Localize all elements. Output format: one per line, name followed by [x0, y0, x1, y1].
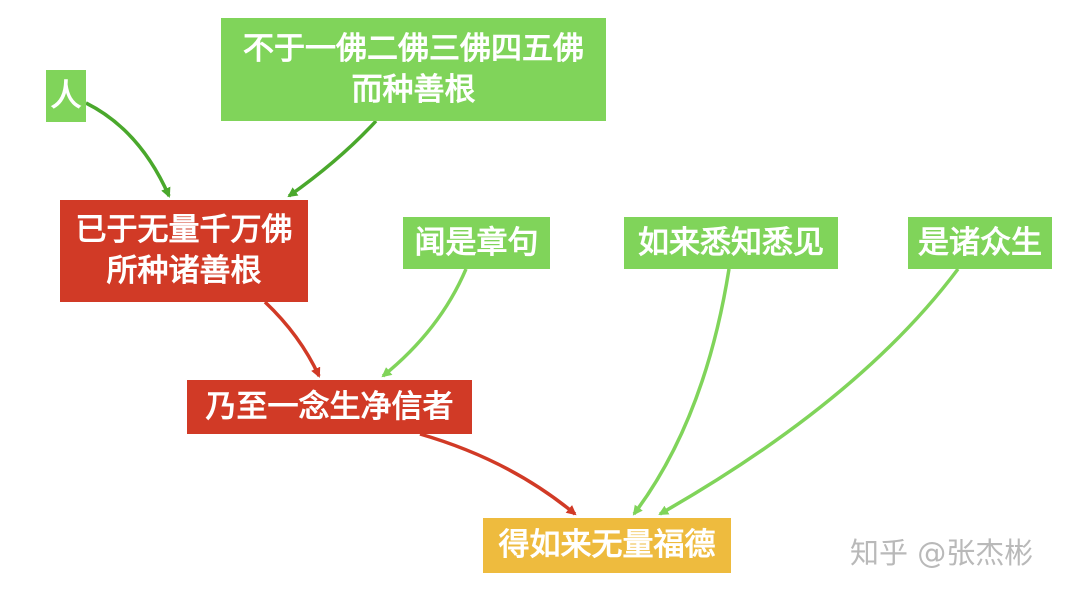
- arrow-ren-to-yiyu: [85, 101, 171, 198]
- node-de-line-1: 得如来无量福德: [498, 527, 716, 564]
- node-buyu-line-2: 而种善根: [351, 71, 476, 108]
- node-rulai-line-1: 如来悉知悉见: [638, 224, 824, 261]
- node-wen-line-1: 闻是章句: [414, 224, 539, 261]
- node-rulai: 如来悉知悉见: [624, 217, 838, 269]
- node-buyu: 不于一佛二佛三佛四五佛 而种善根: [221, 18, 606, 121]
- node-naizhi-line-1: 乃至一念生净信者: [205, 388, 454, 425]
- node-naizhi: 乃至一念生净信者: [187, 380, 472, 434]
- arrow-naizhi-to-de: [419, 432, 577, 516]
- node-shi: 是诸众生: [908, 217, 1052, 269]
- node-shi-line-1: 是诸众生: [918, 224, 1042, 261]
- node-de: 得如来无量福德: [483, 518, 731, 573]
- arrow-wen-to-naizhi: [381, 268, 468, 378]
- arrow-yiyu-to-naizhi: [263, 300, 321, 378]
- node-yiyu-line-1: 已于无量千万佛: [75, 212, 293, 249]
- arrow-rulai-to-de: [632, 268, 731, 516]
- node-buyu-line-1: 不于一佛二佛三佛四五佛: [243, 30, 584, 67]
- arrow-shi-to-de: [658, 267, 960, 516]
- node-wen: 闻是章句: [403, 217, 550, 269]
- node-yiyu-line-2: 所种诸善根: [106, 253, 262, 289]
- arrow-buyu-to-yiyu: [287, 119, 378, 198]
- node-yiyu: 已于无量千万佛 所种诸善根: [60, 200, 308, 302]
- watermark-text: 知乎 @张杰彬: [850, 536, 1034, 570]
- node-ren: 人: [46, 70, 86, 122]
- node-ren-line-1: 人: [50, 77, 82, 114]
